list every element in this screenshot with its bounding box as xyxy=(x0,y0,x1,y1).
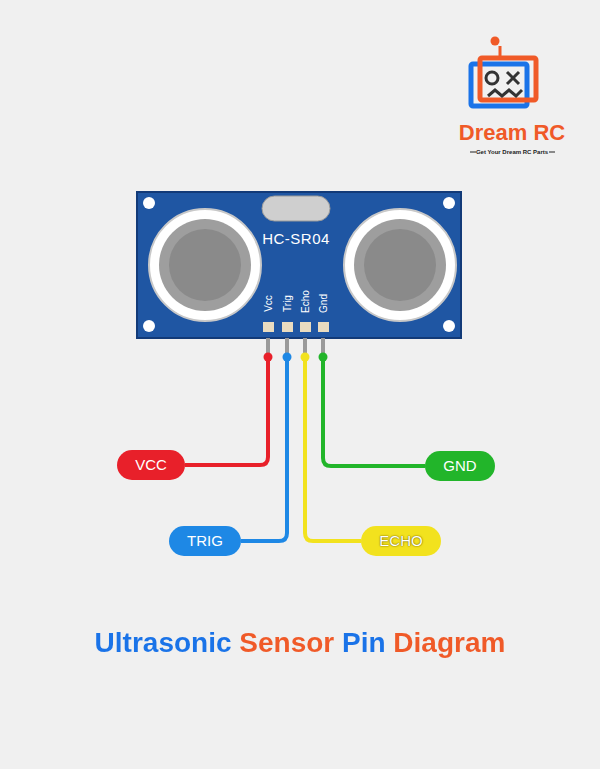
wire xyxy=(185,338,268,465)
brand-name: Dream RC xyxy=(459,120,565,146)
pin-pill: VCC xyxy=(117,450,185,480)
pin-name: VCC xyxy=(135,456,167,473)
pin-label: Vcc xyxy=(262,295,273,312)
sensor-board xyxy=(137,192,461,338)
sensor-module: HC-SR04 xyxy=(137,192,461,338)
pin-pill: ECHO xyxy=(361,526,440,556)
module-name: HC-SR04 xyxy=(262,230,330,247)
pin-label: Trig xyxy=(281,295,292,312)
wire xyxy=(323,338,425,466)
pin-name: TRIG xyxy=(187,532,223,549)
diagram-title: Ultrasonic Sensor Pin Diagram xyxy=(95,627,506,659)
pin-pill: TRIG xyxy=(169,526,241,556)
brand-tagline: Get Your Dream RC Parts xyxy=(476,149,548,155)
pin-label: Gnd xyxy=(318,294,329,313)
pin-pill: GND xyxy=(425,451,494,481)
pin-name: ECHO xyxy=(379,532,422,549)
pin-name: GND xyxy=(443,457,476,474)
wire xyxy=(305,338,361,541)
wire xyxy=(241,338,287,541)
pin-label: Echo xyxy=(299,290,310,313)
